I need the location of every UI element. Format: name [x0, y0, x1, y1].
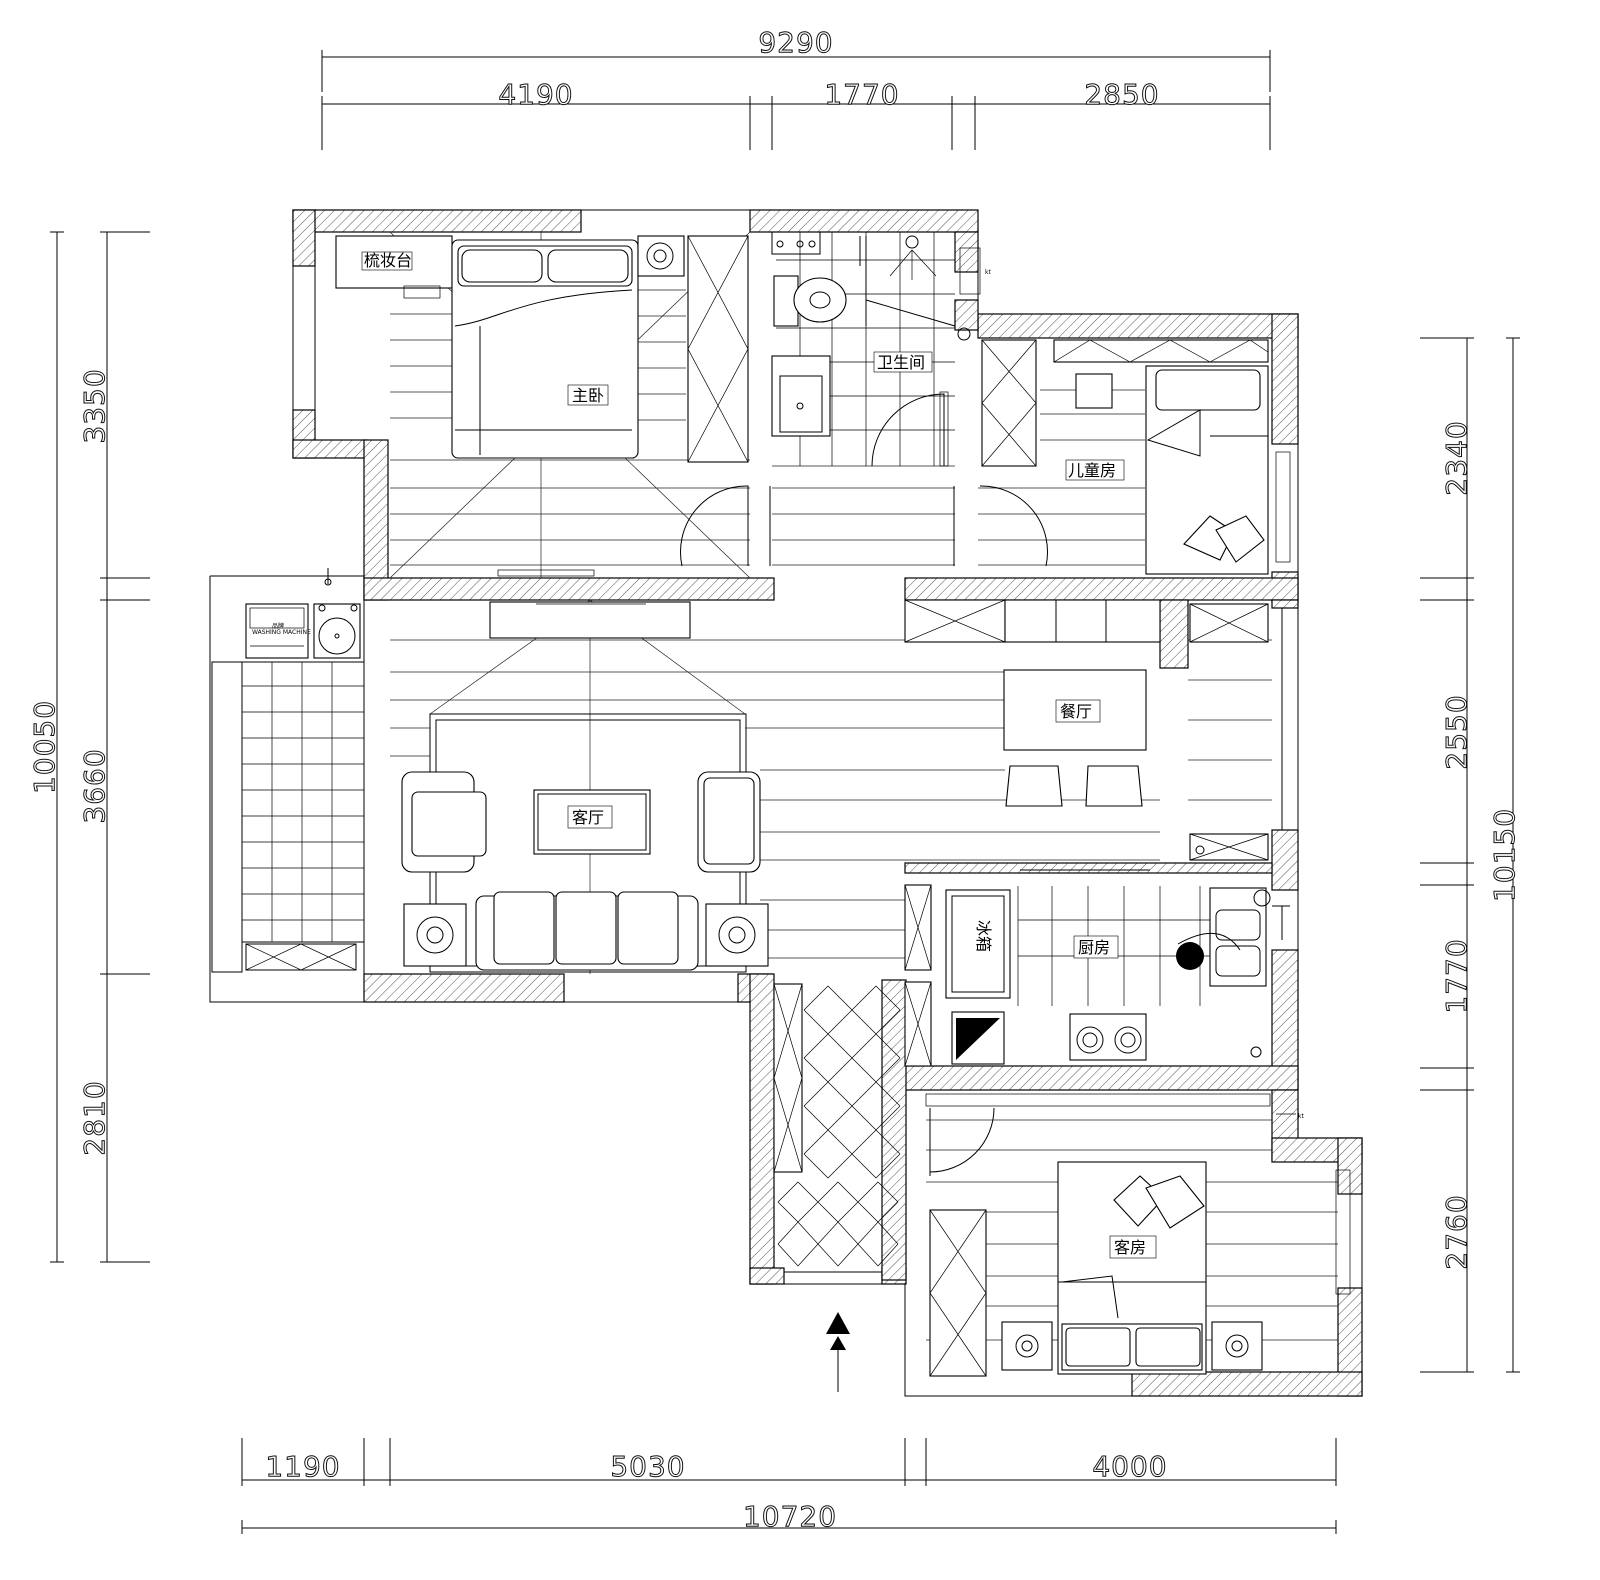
dim-left-3: 2810 [78, 1080, 111, 1155]
entry-corridor [773, 983, 901, 1392]
dim-right-2: 2550 [1440, 694, 1473, 769]
label-living-room: 客厅 [572, 808, 604, 827]
washer-text: WASHING MACHINE [252, 629, 311, 636]
guest-nightstand-right [1211, 1321, 1263, 1371]
dressing-table [335, 235, 453, 289]
guest-door[interactable] [929, 1107, 995, 1173]
entrance-arrow-icon [826, 1312, 850, 1334]
guest-wardrobe [929, 1209, 987, 1377]
master-wardrobe [687, 235, 749, 463]
hall-door[interactable] [769, 486, 955, 566]
dim-top-3: 2850 [1084, 78, 1159, 111]
dim-left-2: 3660 [78, 748, 111, 823]
dim-right-4: 2760 [1440, 1194, 1473, 1269]
label-master-bedroom: 主卧 [572, 386, 604, 405]
bathroom: 卫生间 kt [769, 231, 991, 566]
kids-desk-chair [1075, 373, 1113, 409]
kids-door[interactable] [979, 485, 1048, 567]
label-kids-room: 儿童房 [1068, 461, 1116, 480]
side-table-right [705, 903, 769, 967]
dimension-labels: 9290 4190 1770 2850 1190 5030 4000 10720… [28, 26, 1522, 1534]
dim-left-1: 3350 [78, 368, 111, 443]
nightstand [637, 235, 685, 277]
master-door[interactable] [680, 485, 749, 567]
label-kitchen: 厨房 [1078, 938, 1110, 957]
kids-room: 儿童房 [979, 339, 1291, 575]
dim-right-1: 2340 [1440, 420, 1473, 495]
guest-room: 客房 kt [925, 1093, 1351, 1377]
shoe-cabinet [773, 983, 803, 1173]
dimension-lines [50, 50, 1520, 1534]
guest-nightstand-left [1001, 1321, 1053, 1371]
kids-wardrobe [981, 339, 1037, 467]
label-guest-room: 客房 [1114, 1238, 1146, 1257]
balcony: 品牌 WASHING MACHINE [211, 568, 365, 973]
dim-top-2: 1770 [824, 78, 899, 111]
dim-top-total: 9290 [758, 26, 833, 59]
master-bedroom: 梳妆台 主卧 [335, 235, 749, 577]
bathroom-door[interactable] [871, 393, 945, 467]
kids-shelf [1053, 339, 1269, 363]
dim-bottom-3: 4000 [1092, 1450, 1167, 1483]
label-fridge: 冰箱 [974, 920, 993, 952]
dim-bottom-2: 5030 [610, 1450, 685, 1483]
kids-pillows [1183, 515, 1265, 563]
washer-brand: 品牌 [272, 622, 284, 630]
dining-area: 餐厅 [904, 599, 1283, 861]
dim-bottom-1: 1190 [265, 1450, 340, 1483]
balcony-sink [313, 603, 361, 659]
dining-chair-2[interactable] [1085, 765, 1143, 807]
meter-kt-1: kt [985, 269, 991, 276]
dim-left-total: 10050 [28, 700, 61, 794]
floor-hatching [389, 231, 1338, 1341]
tv-cabinet [489, 601, 691, 639]
dim-right-total: 10150 [1488, 808, 1521, 902]
kitchen-sink [1209, 887, 1267, 987]
dim-bottom-total: 10720 [743, 1500, 837, 1533]
side-table-left [403, 903, 467, 967]
label-bathroom: 卫生间 [877, 353, 925, 372]
dim-top-1: 4190 [498, 78, 573, 111]
fridge [945, 889, 1011, 999]
outline [209, 209, 1363, 1397]
kitchen: 冰箱 厨房 [904, 869, 1290, 1067]
dim-right-3: 1770 [1440, 938, 1473, 1013]
bath-vanity [771, 355, 831, 437]
living-room: 客厅 [401, 601, 769, 973]
meter-kt-2: kt [1298, 1113, 1304, 1120]
label-dressing-table: 梳妆台 [364, 251, 412, 270]
dining-chair-1[interactable] [1005, 765, 1063, 807]
washing-machine [245, 603, 309, 659]
label-dining: 餐厅 [1060, 702, 1092, 721]
